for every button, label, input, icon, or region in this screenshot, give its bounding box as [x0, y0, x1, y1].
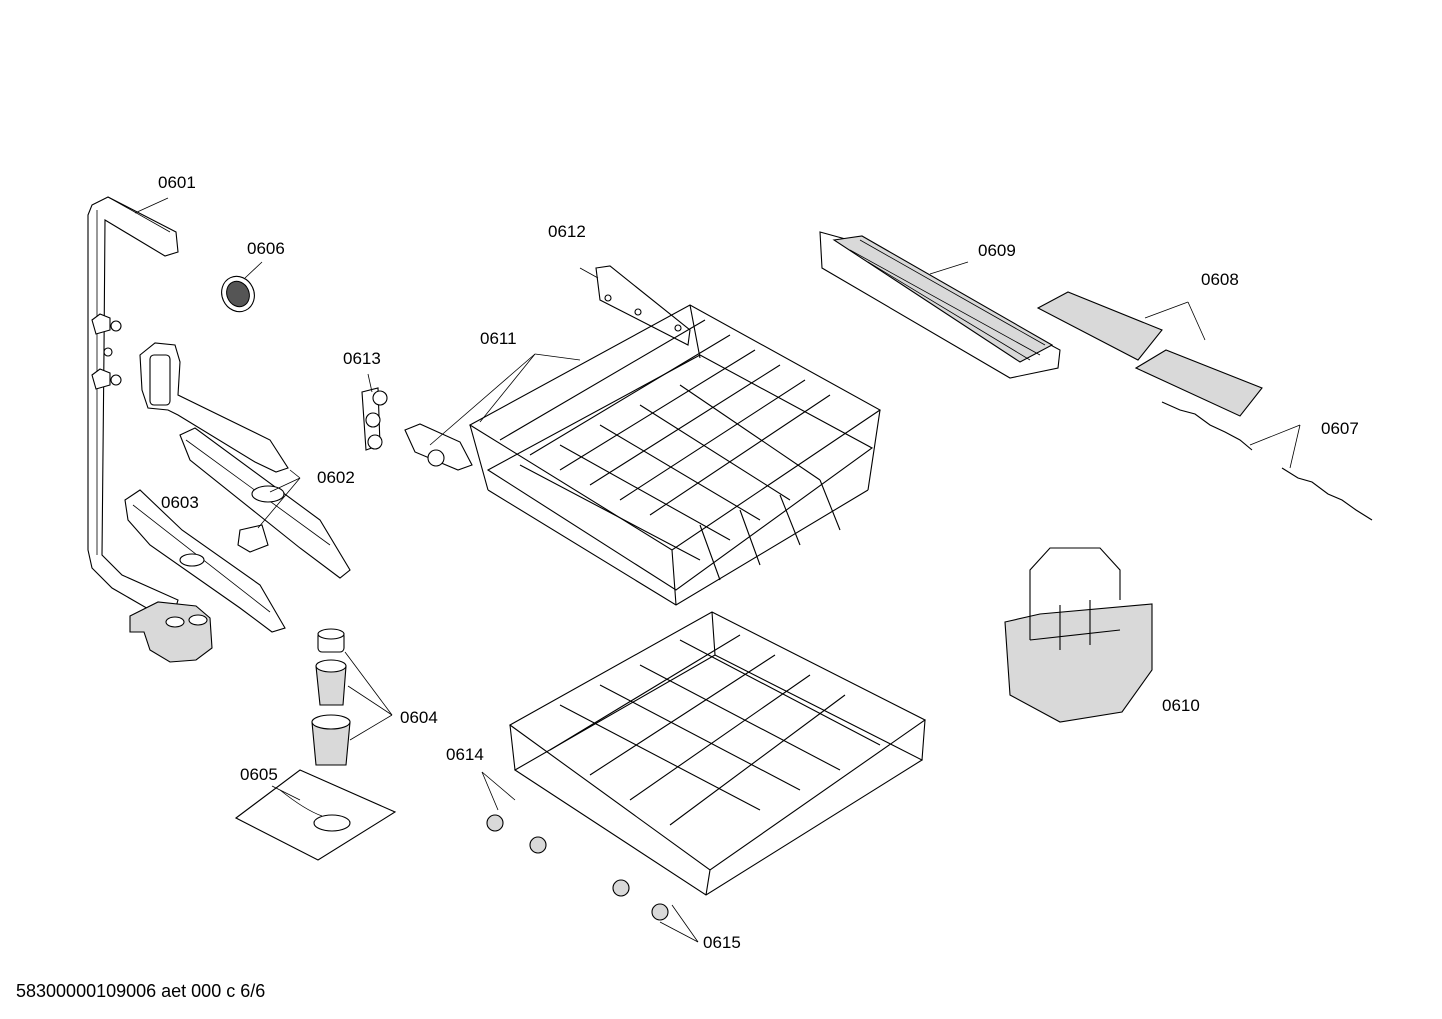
spray-pipe-0601 [87, 196, 213, 663]
adjuster-plate-0612 [595, 265, 691, 346]
cup-rack-0609 [819, 231, 1061, 379]
label-0603: 0603 [161, 493, 199, 512]
filter-set-0604 [311, 628, 351, 766]
upper-spray-arm-0602 [139, 342, 351, 579]
clips-0607 [1161, 401, 1373, 521]
label-0610: 0610 [1162, 696, 1200, 715]
label-0612: 0612 [548, 222, 586, 241]
label-0613: 0613 [343, 349, 381, 368]
document-id-footer: 58300000109006 aet 000 c 6/6 [16, 981, 266, 1001]
cutlery-basket-0610 [1004, 547, 1153, 723]
upper-basket-0611 [468, 304, 882, 606]
label-0609: 0609 [978, 241, 1016, 260]
label-0608: 0608 [1201, 270, 1239, 289]
lower-spray-arm-0603 [124, 489, 286, 633]
filter-cap-0606 [221, 275, 255, 313]
label-0615: 0615 [703, 933, 741, 952]
rail-rollers-0613 [361, 387, 473, 471]
lower-basket-0614 [508, 611, 927, 896]
label-0611: 0611 [480, 329, 517, 348]
label-0614: 0614 [446, 745, 484, 764]
wheels-0615 [486, 814, 669, 921]
label-0602: 0602 [317, 468, 355, 487]
label-0605: 0605 [240, 765, 278, 784]
shelf-racks-0608 [1036, 291, 1263, 417]
label-0604: 0604 [400, 708, 438, 727]
label-0607: 0607 [1321, 419, 1359, 438]
label-0606: 0606 [247, 239, 285, 258]
filter-plate-0605 [234, 769, 397, 861]
label-0601: 0601 [158, 173, 196, 192]
